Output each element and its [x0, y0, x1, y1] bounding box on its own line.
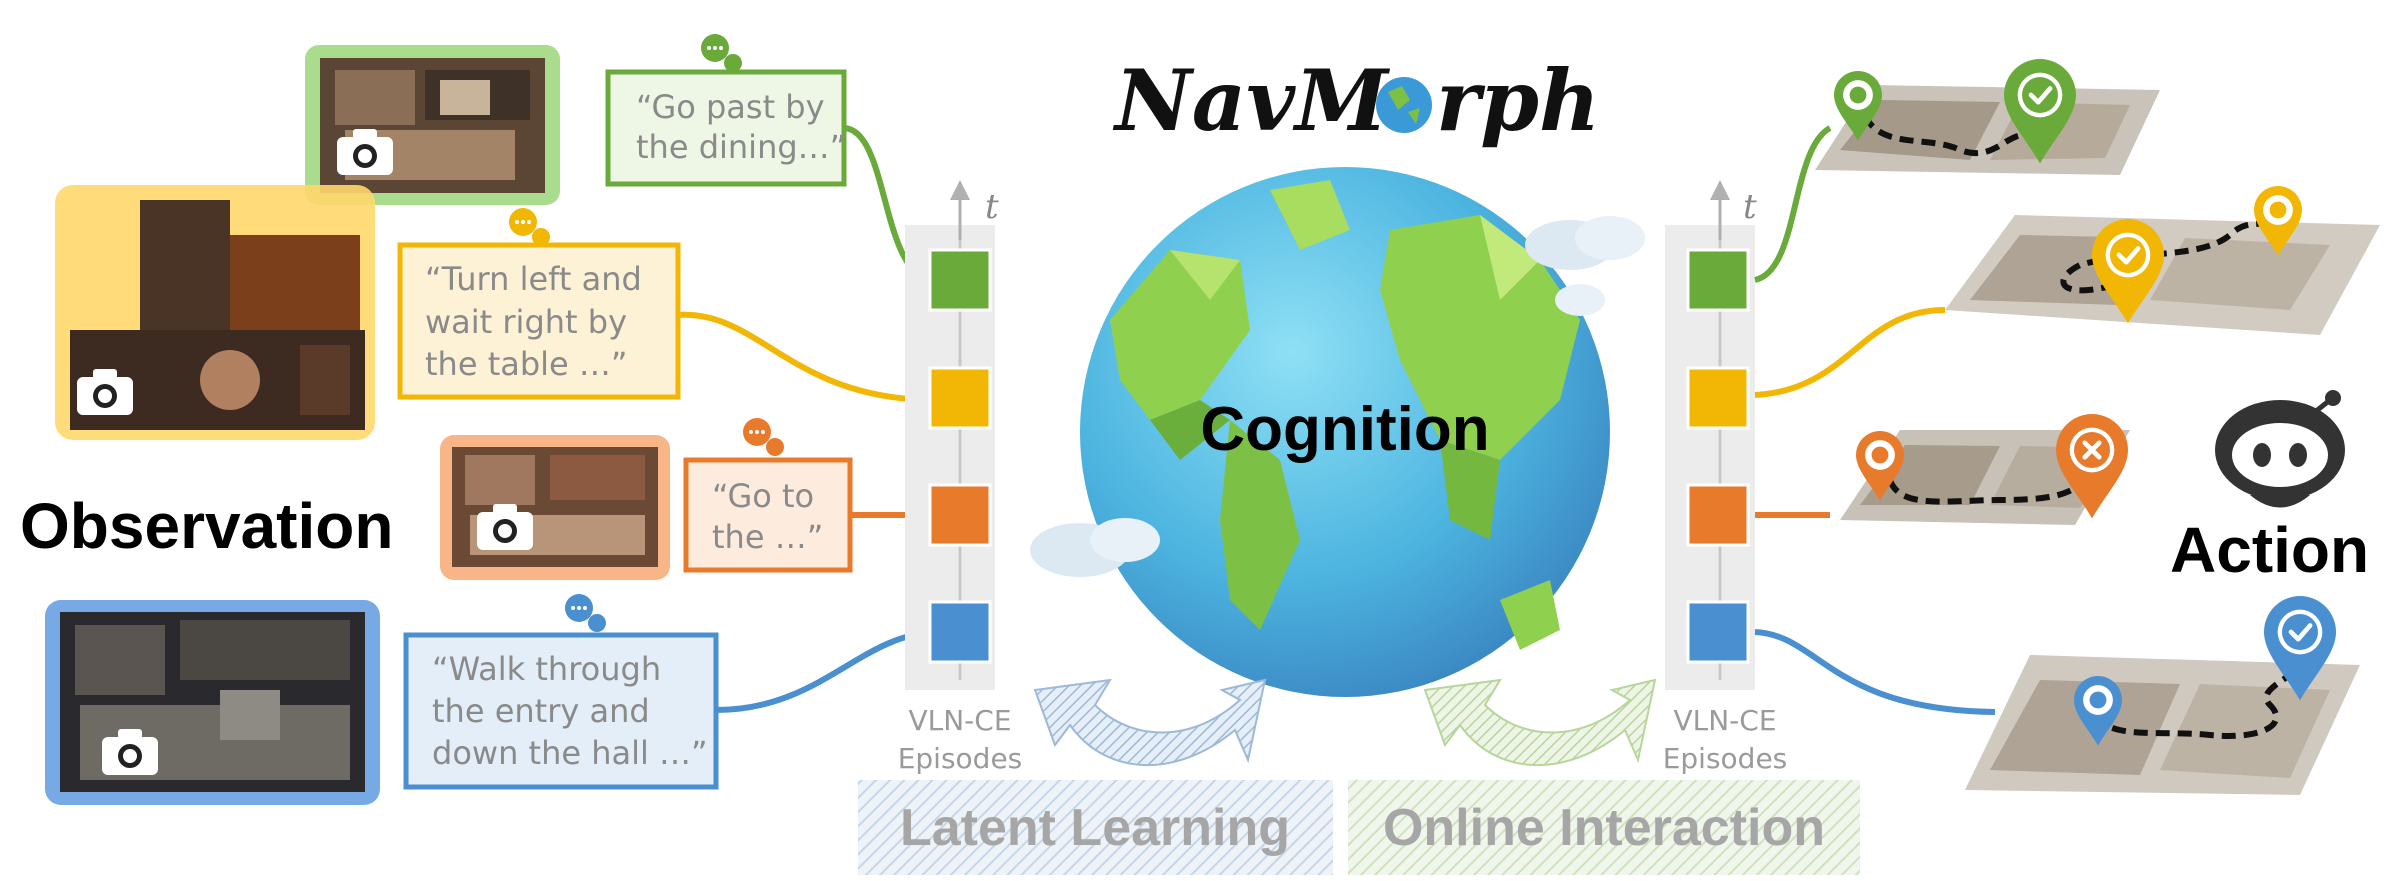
chat-icon [743, 418, 784, 456]
latent-learning-label: Latent Learning [900, 799, 1290, 857]
chat-icon [565, 594, 606, 632]
action-map-blue [1965, 655, 2360, 795]
instruction-1-line-1: “Go past by [636, 88, 825, 126]
globe-icon [1080, 167, 1610, 697]
online-interaction-panel [1348, 780, 1860, 875]
cognition-label: Cognition [1200, 395, 1489, 464]
location-pin-icon [1856, 431, 1904, 501]
connector-blue-left [715, 629, 936, 713]
timeline-caption-right-1: VLN-CE [1673, 704, 1776, 737]
time-axis-label-left: t [985, 187, 999, 227]
time-axis-label-right: t [1743, 187, 1757, 227]
instruction-1-line-2: the dining…” [636, 128, 846, 166]
robot-icon [2215, 390, 2345, 508]
camera-icon [77, 369, 133, 415]
instruction-3-line-1: “Go to [712, 477, 814, 515]
observation-map-yellow [55, 185, 375, 440]
location-pin-icon [1834, 71, 1882, 141]
check-icon [2092, 219, 2164, 324]
camera-icon [477, 504, 533, 550]
instruction-box-4: “Walk through the entry and down the hall … [403, 632, 719, 790]
instruction-4-line-2: the entry and [432, 692, 650, 730]
action-label: Action [2170, 514, 2369, 586]
location-pin-icon [2254, 186, 2302, 256]
svg-text:rph: rph [1436, 51, 1600, 150]
observation-map-green [305, 45, 560, 205]
chat-icon [509, 208, 550, 246]
timeline-caption-left-1: VLN-CE [908, 704, 1011, 737]
instruction-box-2: “Turn left and wait right by the table …” [397, 242, 681, 400]
cross-icon [2056, 414, 2128, 519]
connector-green-right [1753, 125, 1832, 283]
connector-yellow-right [1754, 307, 1946, 398]
timeline-caption-right-2: Episodes [1663, 742, 1788, 775]
location-pin-icon [2074, 676, 2122, 746]
timeline-left: t VLN-CE Episodes [898, 180, 1023, 775]
camera-icon [337, 129, 393, 175]
cycle-arrow-icon [1033, 678, 1267, 767]
instruction-2-line-1: “Turn left and [425, 260, 642, 298]
latent-learning-panel [858, 780, 1333, 875]
observation-map-blue [45, 600, 380, 805]
instruction-4-line-1: “Walk through [432, 650, 661, 688]
connector-blue-right [1754, 629, 1996, 715]
instruction-4-line-3: down the hall …” [432, 734, 708, 772]
title-suffix: rph [1436, 51, 1600, 150]
instruction-3-line-2: the …” [712, 518, 823, 556]
chat-icon [701, 34, 742, 72]
check-icon [2004, 59, 2076, 164]
timeline-right: t VLN-CE Episodes [1663, 180, 1788, 775]
online-interaction-label: Online Interaction [1383, 799, 1825, 857]
cloud-icon [1030, 518, 1160, 577]
camera-icon [102, 729, 158, 775]
instruction-2-line-3: the table …” [425, 345, 627, 383]
observation-map-orange [440, 435, 670, 580]
check-icon [2264, 596, 2336, 701]
connector-yellow-left [677, 311, 936, 403]
cycle-arrow-icon [1423, 678, 1657, 767]
observation-label: Observation [20, 490, 393, 562]
timeline-caption-left-2: Episodes [898, 742, 1023, 775]
title-prefix: NavM [1112, 51, 1391, 150]
action-map-yellow [1945, 215, 2380, 335]
instruction-2-line-2: wait right by [425, 303, 627, 341]
navmorph-logo: NavM rph [1112, 51, 1600, 150]
cloud-icon [1525, 216, 1645, 316]
svg-text:NavM: NavM [1112, 51, 1391, 150]
